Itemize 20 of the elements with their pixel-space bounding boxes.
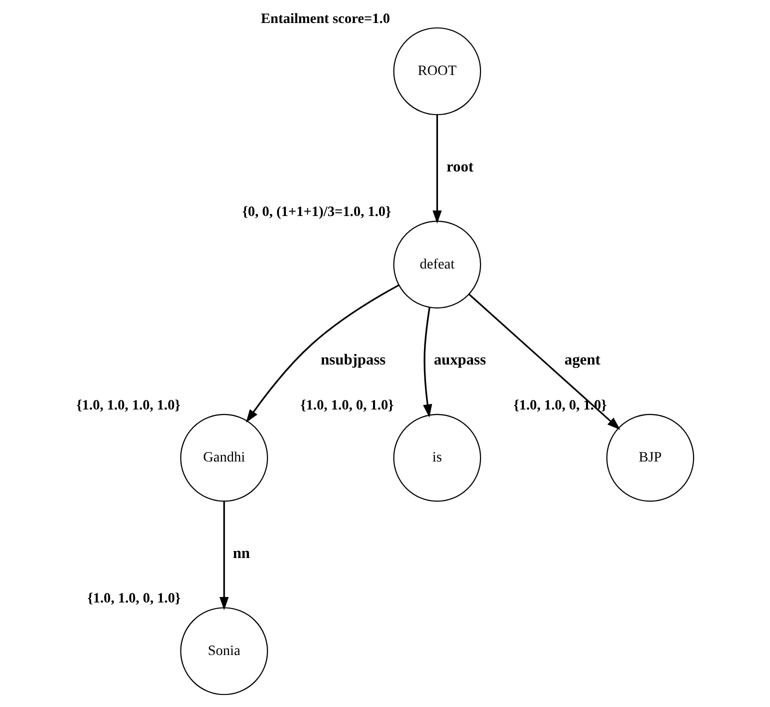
arrow — [422, 307, 432, 418]
node-circle: is — [393, 414, 482, 502]
edge-label: auxpass — [434, 352, 486, 369]
node-label: Entailment score=1.0 — [260, 10, 390, 27]
arrow — [220, 501, 229, 610]
edge-label: nsubjpass — [320, 352, 386, 369]
arrow — [432, 114, 442, 224]
node-label: {1.0, 1.0, 0, 1.0} — [87, 590, 181, 607]
edge-label: agent — [564, 352, 600, 369]
node-label: {0, 0, (1+1+1)/3=1.0, 1.0} — [242, 204, 392, 220]
node-circle: Gandhi — [180, 414, 268, 502]
node-label: {1.0, 1.0, 0, 1.0} — [300, 397, 394, 414]
arrow — [468, 294, 620, 430]
node-circle: Sonia — [180, 607, 268, 696]
edge-label: root — [446, 158, 474, 176]
edge-label: nn — [232, 544, 250, 562]
arrow — [246, 284, 400, 423]
node-label: {1.0, 1.0, 1.0, 1.0} — [76, 397, 180, 414]
node-circle: ROOT — [393, 27, 482, 116]
node-circle: defeat — [393, 220, 482, 308]
